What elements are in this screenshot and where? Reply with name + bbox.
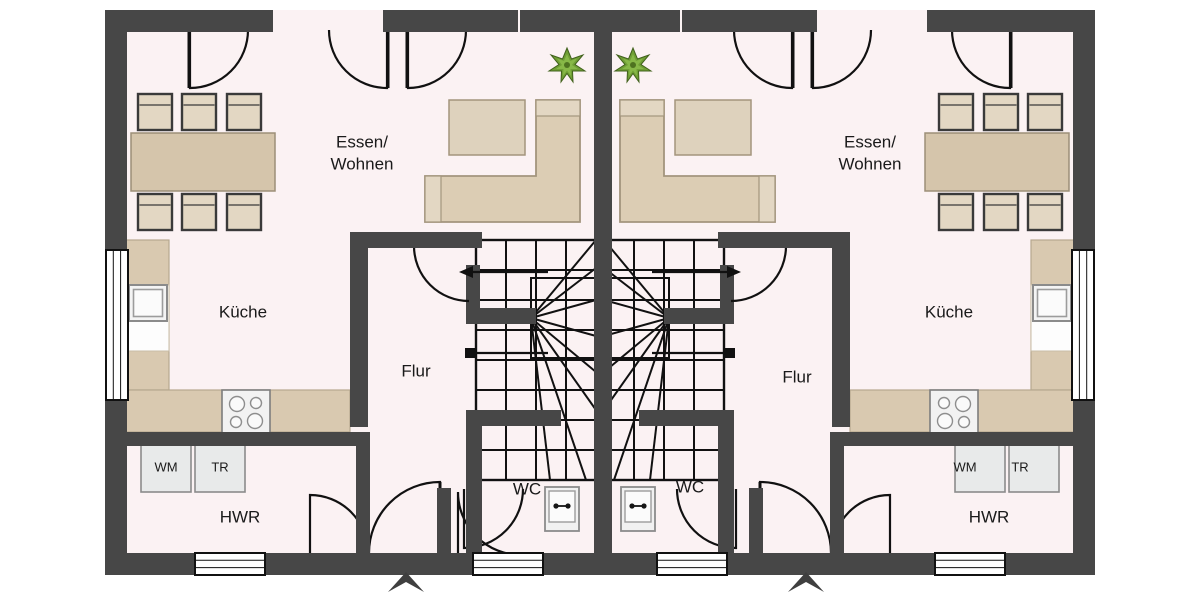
kitchen-sink bbox=[1032, 284, 1072, 322]
right-room-labels: Essen/ Wohnen Küche Flur WC HWR WM TR bbox=[676, 132, 1029, 526]
washing-machine bbox=[1008, 443, 1060, 493]
dryer bbox=[954, 443, 1006, 493]
dining-chair bbox=[937, 92, 975, 132]
dining-chair bbox=[982, 192, 1020, 232]
room-label-essen-wohnen-line2: Wohnen bbox=[838, 154, 901, 173]
room-label-wc: WC bbox=[676, 477, 704, 496]
kitchen-cooktop bbox=[929, 389, 979, 435]
appliance-label-tr: TR bbox=[211, 459, 228, 474]
appliance-label-wm: WM bbox=[953, 459, 976, 474]
dining-chair bbox=[180, 92, 218, 132]
room-label-hwr: HWR bbox=[969, 507, 1010, 526]
dining-chair bbox=[136, 192, 174, 232]
wc-toilet bbox=[620, 486, 656, 532]
right-dining-set bbox=[924, 92, 1070, 232]
sofa-armrest bbox=[619, 99, 665, 117]
appliance-label-wm: WM bbox=[154, 459, 177, 474]
room-label-essen-wohnen-line1: Essen/ bbox=[844, 132, 896, 151]
window-left-kitchen bbox=[105, 249, 129, 401]
dining-chair bbox=[225, 92, 263, 132]
wc-toilet bbox=[544, 486, 580, 532]
coffee-table bbox=[674, 99, 752, 156]
kitchen-cooktop bbox=[221, 389, 271, 435]
dining-chair bbox=[180, 192, 218, 232]
room-label-kueche: Küche bbox=[925, 302, 973, 321]
dining-chair bbox=[982, 92, 1020, 132]
dining-chair bbox=[225, 192, 263, 232]
window-bottom-wc bbox=[656, 552, 728, 576]
room-label-essen-wohnen-line1: Essen/ bbox=[336, 132, 388, 151]
dining-table bbox=[130, 132, 276, 192]
left-hwr-appliances bbox=[140, 443, 246, 493]
coffee-table bbox=[448, 99, 526, 156]
dryer bbox=[194, 443, 246, 493]
room-label-flur: Flur bbox=[401, 361, 431, 380]
kitchen-sink bbox=[128, 284, 168, 322]
left-unit: Essen/ Wohnen Küche Flur WC HWR WM TR bbox=[105, 10, 605, 576]
room-label-hwr: HWR bbox=[220, 507, 261, 526]
dining-chair bbox=[136, 92, 174, 132]
right-living-set bbox=[614, 47, 776, 223]
left-room-labels: Essen/ Wohnen Küche Flur WC HWR WM TR bbox=[154, 132, 541, 526]
room-label-kueche: Küche bbox=[219, 302, 267, 321]
appliance-label-tr: TR bbox=[1011, 459, 1028, 474]
left-kitchen-counters bbox=[124, 239, 351, 435]
dining-table bbox=[924, 132, 1070, 192]
dining-chair bbox=[1026, 192, 1064, 232]
window-right-kitchen bbox=[1071, 249, 1095, 401]
dining-chair bbox=[1026, 92, 1064, 132]
right-staircase bbox=[602, 238, 741, 482]
window-bottom-wc bbox=[472, 552, 544, 576]
right-unit bbox=[595, 10, 1095, 576]
left-dining-set bbox=[130, 92, 276, 232]
washing-machine bbox=[140, 443, 192, 493]
room-label-flur: Flur bbox=[782, 367, 812, 386]
sofa-armrest bbox=[535, 99, 581, 117]
party-wall bbox=[594, 10, 612, 575]
sofa-armrest bbox=[758, 175, 776, 223]
room-label-essen-wohnen-line2: Wohnen bbox=[330, 154, 393, 173]
dining-chair bbox=[937, 192, 975, 232]
left-living-set bbox=[424, 47, 586, 223]
sofa-armrest bbox=[424, 175, 442, 223]
window-bottom-hwr bbox=[934, 552, 1006, 576]
room-label-wc: WC bbox=[513, 479, 541, 498]
right-hwr-appliances bbox=[954, 443, 1060, 493]
left-staircase bbox=[459, 238, 598, 482]
window-bottom-hwr bbox=[194, 552, 266, 576]
